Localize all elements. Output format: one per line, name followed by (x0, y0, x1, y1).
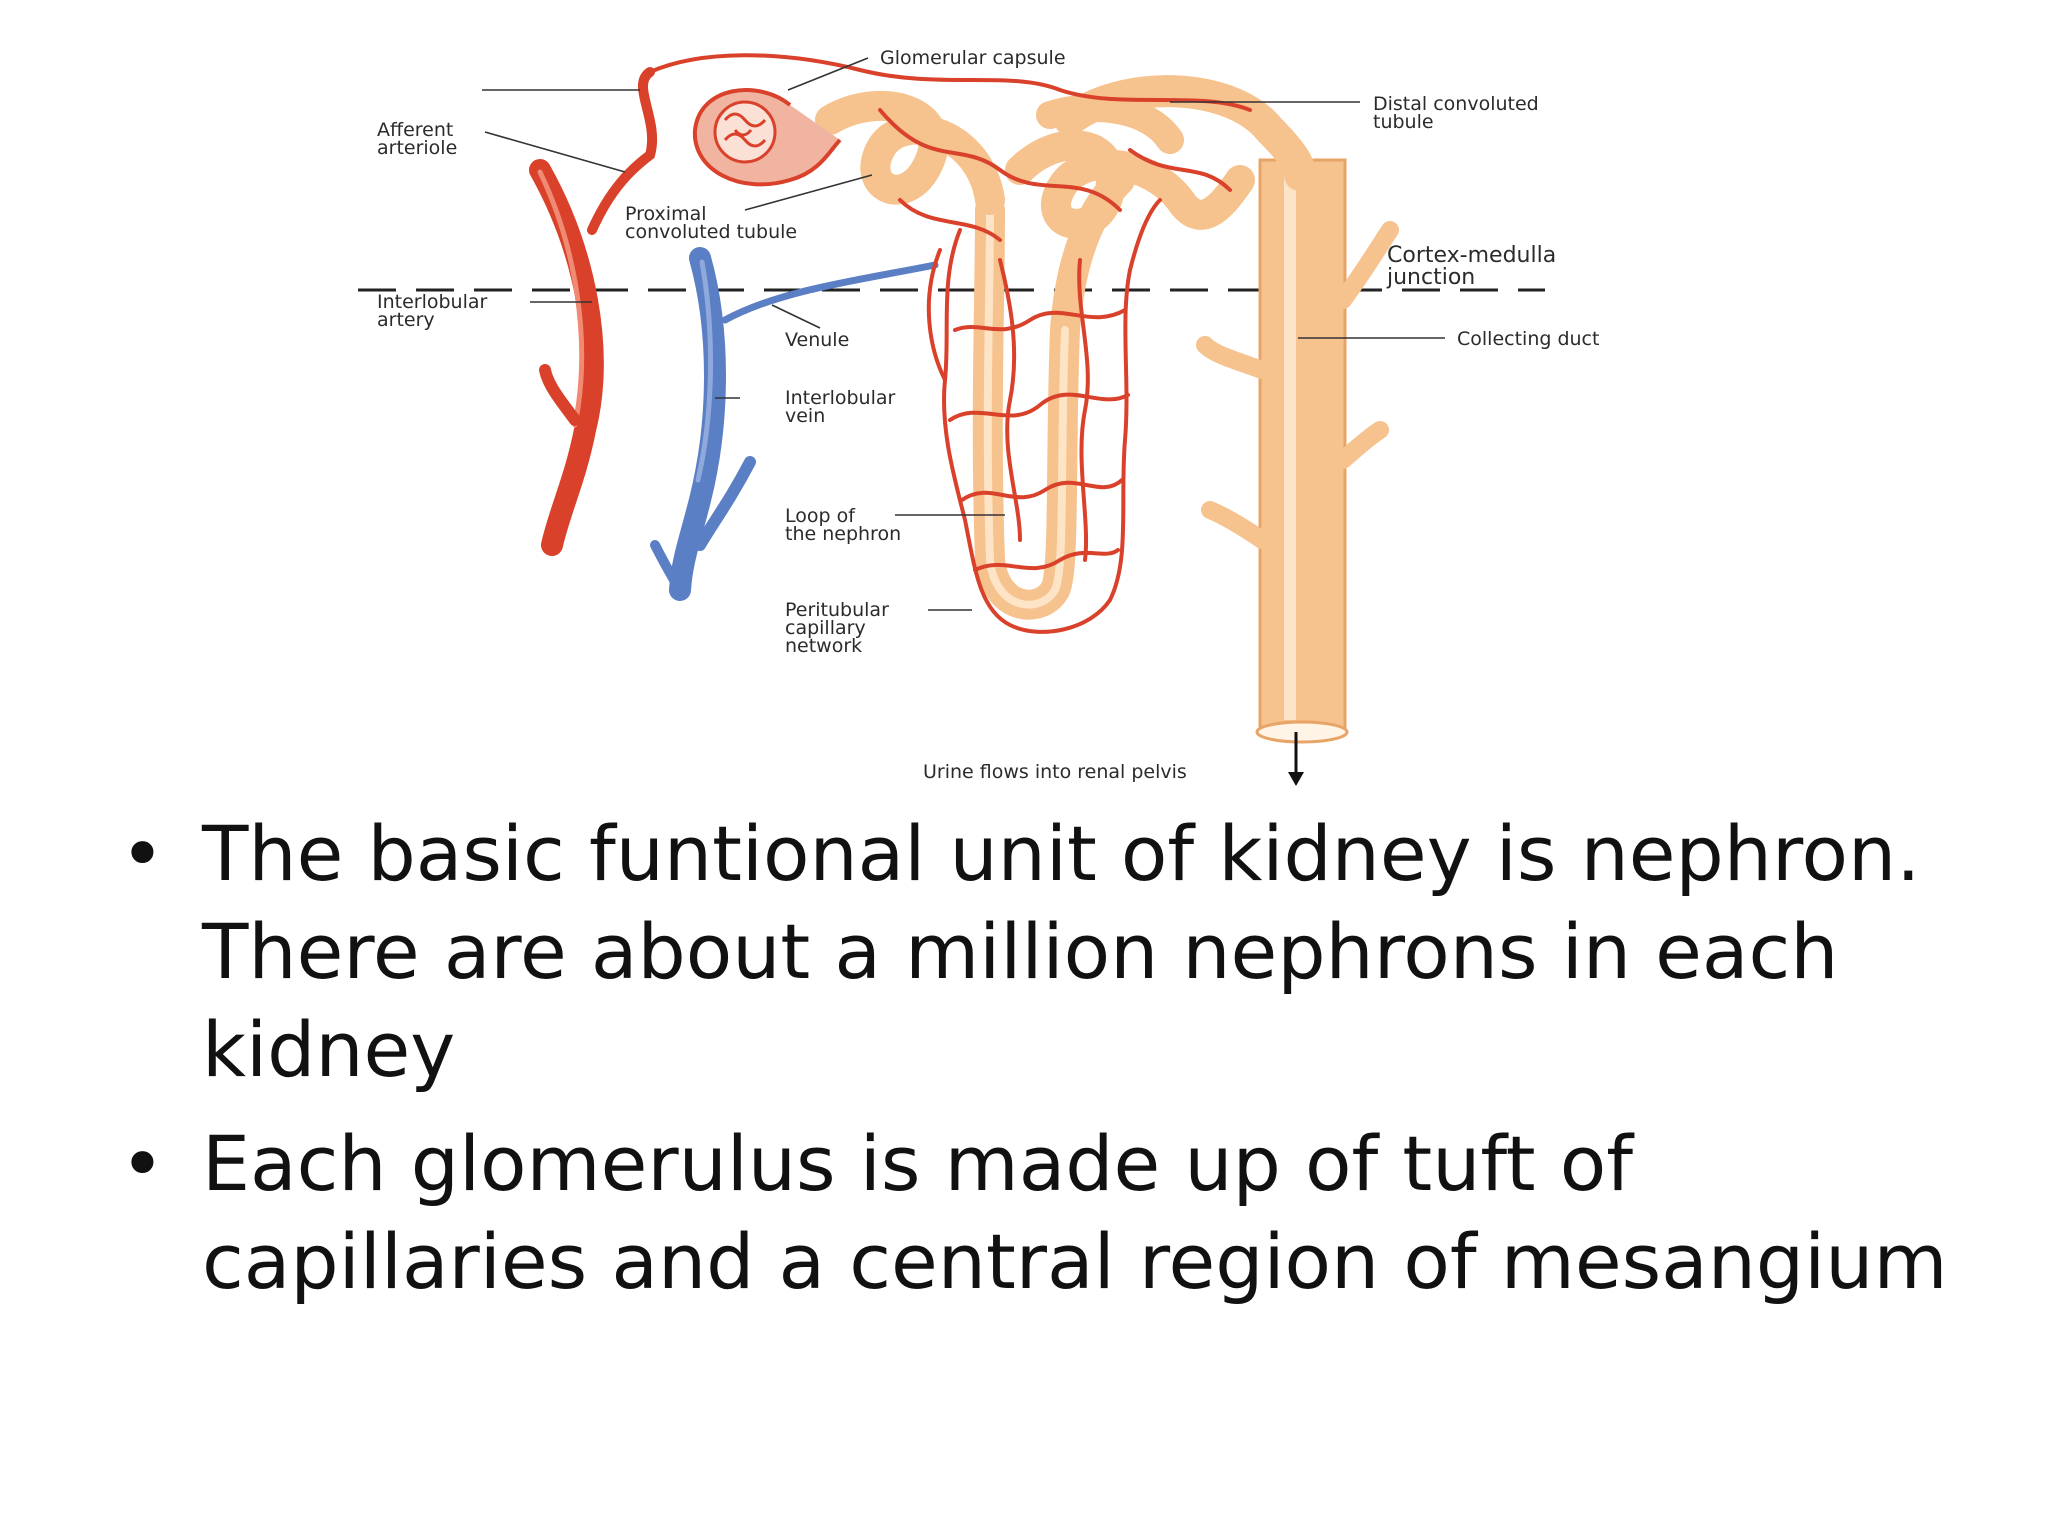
label-distal-convoluted-tubule: Distal convoluted tubule (1373, 93, 1545, 133)
label-venule: Venule (785, 329, 849, 351)
bullet-marker: • (120, 1119, 165, 1208)
bullet-line: The basic funtional unit of kidney is ne… (202, 809, 1921, 898)
bullet-line: kidney (202, 1005, 456, 1094)
label-collecting-duct: Collecting duct (1457, 328, 1599, 350)
interlobular-vein (650, 247, 939, 601)
label-loop-of-nephron: Loop of the nephron (785, 505, 901, 545)
bullet-item-2: • Each glomerulus is made up of tuft of … (120, 1115, 1980, 1311)
bullet-item-1: • The basic funtional unit of kidney is … (120, 805, 1980, 1099)
bullet-marker: • (120, 809, 165, 898)
label-urine-flow: Urine flows into renal pelvis (923, 761, 1187, 783)
bullet-line: There are about a million nephrons in ea… (202, 907, 1839, 996)
glomerular-capsule (692, 88, 842, 187)
loop-of-nephron (815, 91, 1255, 620)
label-glomerular-capsule: Glomerular capsule (880, 47, 1066, 69)
label-proximal-convoluted-tubule: Proximal convoluted tubule (625, 203, 797, 243)
nephron-diagram: Glomerular capsule Distal convoluted tub… (358, 47, 1599, 786)
label-cortex-medulla-junction: Cortex-medulla junction (1386, 243, 1563, 290)
interlobular-artery (529, 67, 658, 556)
collecting-duct (1054, 75, 1399, 744)
bullet-list: • The basic funtional unit of kidney is … (120, 805, 1980, 1327)
bullet-line: Each glomerulus is made up of tuft of (202, 1119, 1634, 1208)
label-interlobular-vein: Interlobular vein (785, 387, 901, 427)
bullet-line: capillaries and a central region of mesa… (202, 1217, 1948, 1306)
label-interlobular-artery: Interlobular artery (377, 291, 493, 331)
leader-lines (482, 57, 1445, 786)
label-peritubular-capillary-network: Peritubular capillary network (785, 599, 895, 657)
label-afferent-arteriole: Afferent arteriole (377, 119, 459, 159)
peritubular-capillary-network (648, 53, 1252, 634)
